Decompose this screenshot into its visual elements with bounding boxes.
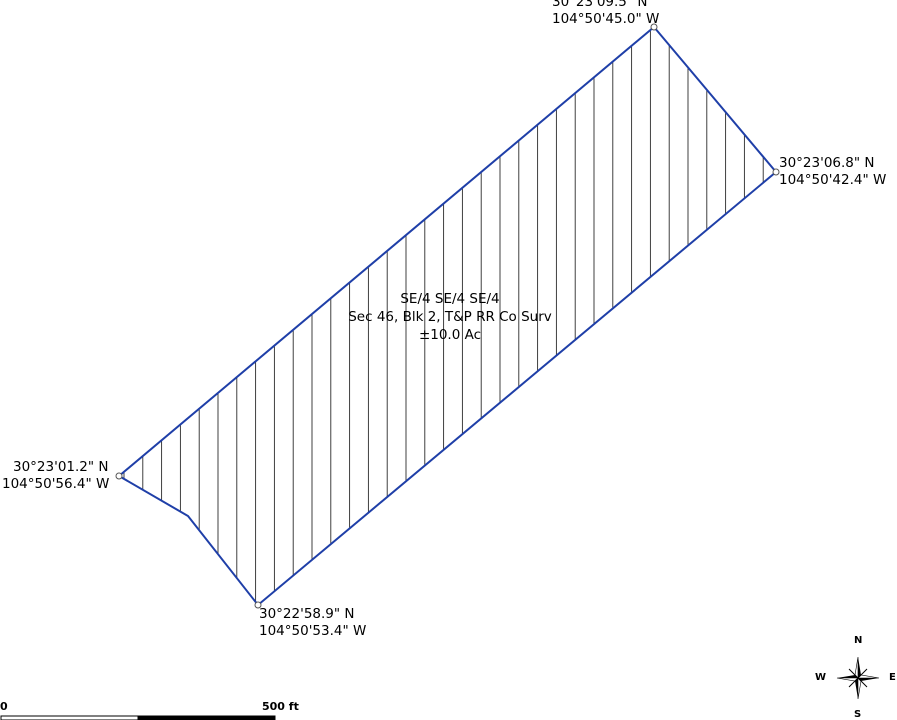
coord-lon-north: 104°50'45.0" W [552, 11, 660, 27]
coord-label-south: 30°22'58.9" N 104°50'53.4" W [259, 606, 366, 640]
tract-hatching [123, 27, 764, 605]
coord-label-east: 30°23'06.8" N 104°50'42.4" W [779, 155, 886, 189]
compass-north-label: N [854, 635, 863, 646]
scale-bar [0, 715, 276, 720]
coord-label-north: 30°23'09.5" N 104°50'45.0" W [552, 0, 659, 28]
coord-lat-east: 30°23'06.8" N [779, 155, 875, 171]
tract-label-line3: ±10.0 Ac [418, 327, 482, 343]
coord-lat-north: 30°23'09.5" N [552, 0, 648, 10]
tract-boundary [117, 25, 778, 607]
tract-label-line1: SE/4 SE/4 SE/4 [400, 291, 500, 307]
corner-marker-south [254, 601, 262, 609]
scale-bar-start-label: 0 [0, 700, 8, 713]
compass-south-label: S [854, 709, 862, 720]
compass-west-label: W [815, 672, 827, 683]
compass-east-label: E [889, 672, 896, 683]
coord-label-west: 30°23'01.2" N 104°50'56.4" W [2, 459, 109, 493]
scale-bar-end-label: 500 ft [262, 700, 299, 713]
corner-marker-west [115, 472, 123, 480]
corner-marker-north [650, 23, 658, 31]
coord-lat-west: 30°23'01.2" N [13, 459, 109, 475]
coord-lat-south: 30°22'58.9" N [259, 606, 355, 622]
compass-rose-icon [836, 656, 880, 700]
tract-description: SE/4 SE/4 SE/4 Sec 46, Blk 2, T&P RR Co … [348, 290, 552, 344]
tract-label-line2: Sec 46, Blk 2, T&P RR Co Surv [348, 309, 552, 325]
scale-bar-segment-white [0, 715, 139, 720]
corner-marker-east [772, 168, 780, 176]
scale-bar-segment-black [137, 715, 276, 720]
coord-lon-south: 104°50'53.4" W [259, 623, 367, 639]
coord-lon-east: 104°50'42.4" W [779, 172, 887, 188]
coord-lon-west: 104°50'56.4" W [2, 476, 110, 492]
